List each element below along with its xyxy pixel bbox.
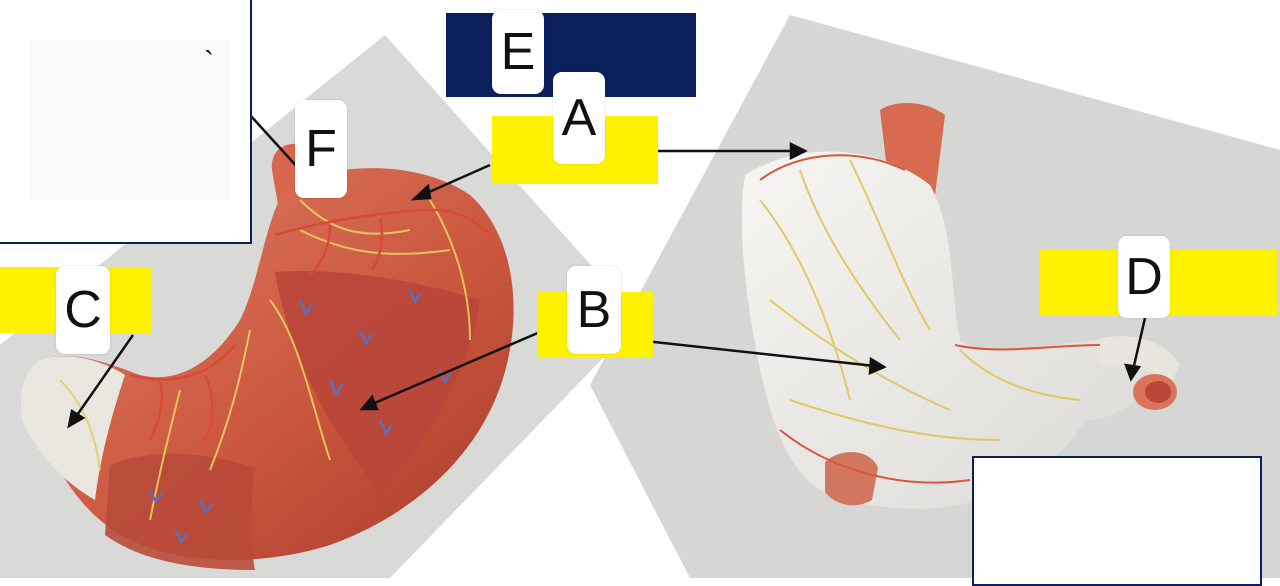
pointer-arrows	[67, 114, 1147, 429]
blur-block-top-left	[30, 40, 230, 200]
label-A: A	[553, 72, 605, 164]
label-E: E	[492, 10, 544, 94]
right-stomach-model	[741, 103, 1180, 509]
answer-box-bottom-right	[972, 456, 1262, 586]
stray-mark: `	[204, 46, 214, 79]
label-C: C	[56, 266, 110, 354]
label-F: F	[295, 100, 347, 198]
left-stomach-model	[20, 143, 514, 570]
label-B: B	[567, 266, 621, 354]
label-D: D	[1118, 236, 1170, 318]
